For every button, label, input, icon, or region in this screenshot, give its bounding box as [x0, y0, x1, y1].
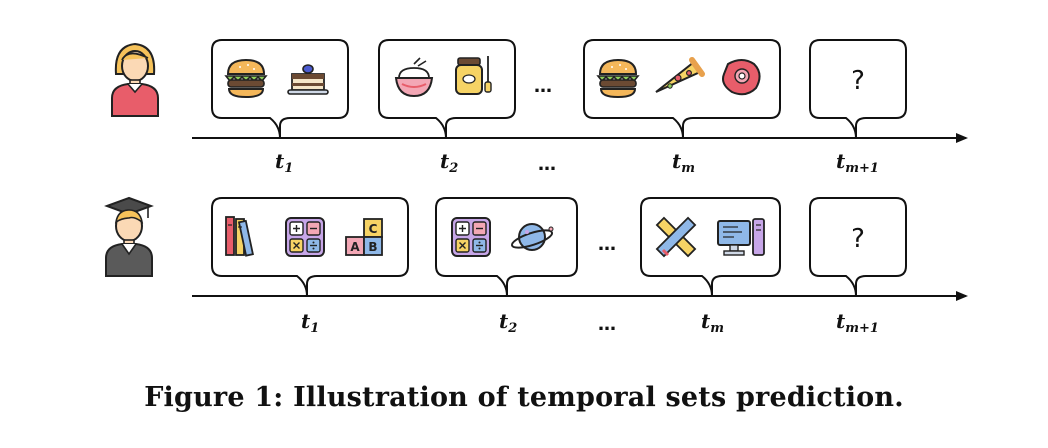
steak-icon [722, 59, 761, 96]
set-box-t2 [378, 39, 516, 139]
set-box-tm1: ? [809, 197, 907, 297]
set-box-tm1: ? [809, 39, 907, 139]
graduate-user-icon [105, 197, 153, 277]
set-box-tm [583, 39, 781, 139]
time-label-tm1: tm+1 [836, 309, 879, 336]
set-box-t1 [211, 197, 409, 297]
time-label-t1: t1 [301, 309, 319, 336]
time-label-tm: tm [672, 149, 695, 176]
hamburger-icon [597, 59, 639, 98]
set-box-tm [640, 197, 781, 297]
row-woman: … ? t1 t2 … tm tm+1 [111, 39, 968, 176]
time-label-t1: t1 [275, 149, 293, 176]
time-label-gap: … [598, 314, 616, 335]
woman-user-icon [111, 43, 159, 117]
set-box-t2 [435, 197, 578, 297]
figure-caption: Figure 1: Illustration of temporal sets … [144, 382, 904, 413]
time-label-tm1: tm+1 [836, 149, 879, 176]
unknown-mark: ? [851, 66, 865, 96]
calculator-icon [285, 217, 325, 257]
speech-bubble [378, 39, 516, 139]
calculator-icon [451, 217, 491, 257]
row-graduate: … ? t1 t2 … tm tm+1 [105, 197, 968, 336]
time-label-tm: tm [701, 309, 724, 336]
gap-dots: … [534, 76, 552, 97]
hamburger-icon [225, 59, 267, 98]
unknown-mark: ? [851, 224, 865, 254]
time-label-t2: t2 [499, 309, 517, 336]
speech-bubble [809, 39, 907, 139]
temporal-sets-diagram: C A B [105, 39, 968, 336]
time-label-t2: t2 [440, 149, 458, 176]
time-label-gap: … [538, 154, 556, 175]
set-box-t1 [211, 39, 349, 139]
gap-dots: … [598, 234, 616, 255]
speech-bubble [809, 197, 907, 297]
